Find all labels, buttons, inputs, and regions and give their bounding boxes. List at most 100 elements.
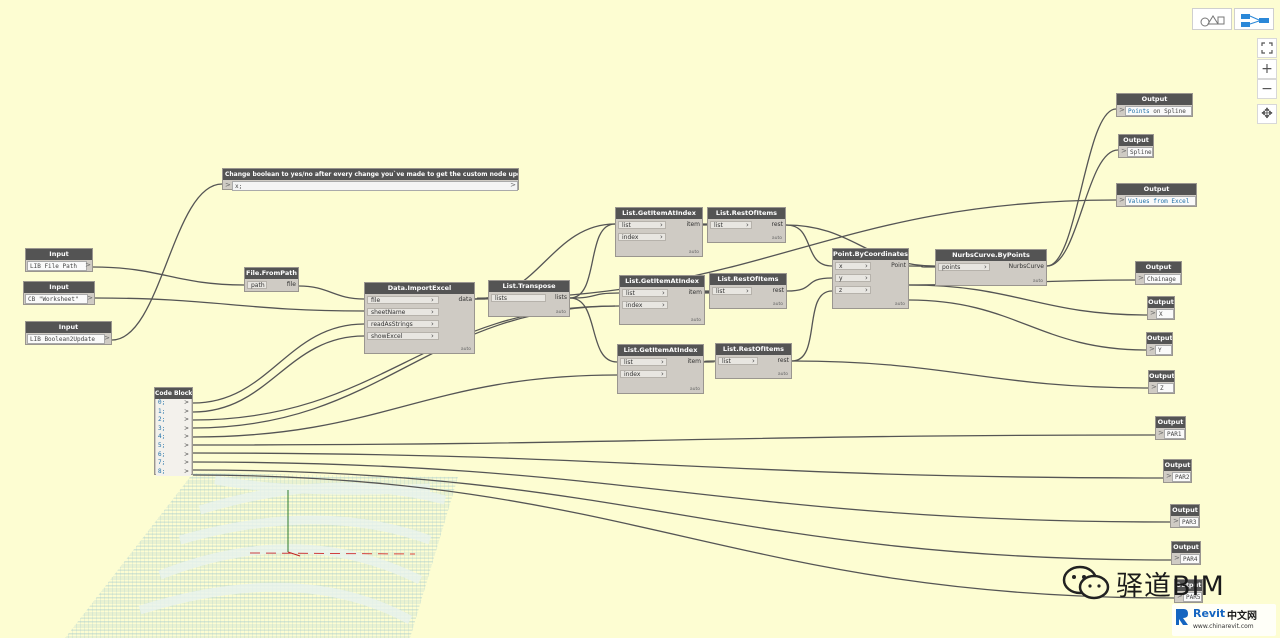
list-rest-of-items-node-3[interactable]: List.RestOfItems list›rest auto: [715, 343, 792, 379]
code-line[interactable]: 0;>: [158, 399, 189, 406]
input-value[interactable]: CB "Worksheet": [25, 294, 88, 304]
zoom-in-button[interactable]: +: [1257, 59, 1277, 79]
output-node[interactable]: Output>PAR5: [1174, 579, 1203, 603]
port-data[interactable]: data: [458, 296, 472, 303]
list-get-item-at-index-node-2[interactable]: List.GetItemAtIndex list›item index› aut…: [619, 275, 705, 325]
list-rest-of-items-node-1[interactable]: List.RestOfItems list›rest auto: [707, 207, 786, 243]
output-value[interactable]: Points on Spline: [1125, 106, 1192, 116]
port-x[interactable]: x: [835, 262, 871, 270]
graph-view-button[interactable]: [1234, 8, 1274, 30]
output-node[interactable]: Output>PAR3: [1170, 504, 1200, 528]
output-port-chevron[interactable]: >: [183, 433, 189, 441]
port-list[interactable]: list: [718, 357, 758, 365]
port-nurbscurve[interactable]: NurbsCurve: [1008, 263, 1044, 270]
code-line[interactable]: 7;>: [158, 459, 189, 467]
code-line[interactable]: 3;>: [158, 424, 189, 432]
list-get-item-at-index-node-3[interactable]: List.GetItemAtIndex list›item index› aut…: [617, 344, 704, 394]
data-import-excel-node[interactable]: Data.ImportExcel file›data sheetName› re…: [364, 282, 475, 354]
input-value[interactable]: LIB File Path: [27, 261, 87, 271]
output-node[interactable]: Output>Values from Excel: [1116, 183, 1197, 207]
port-file[interactable]: file: [286, 281, 296, 288]
code-line[interactable]: 2;>: [158, 416, 189, 424]
brand-url: www.chinarevit.com: [1193, 623, 1254, 630]
port-file[interactable]: file: [367, 296, 439, 304]
port-rest[interactable]: rest: [772, 287, 784, 294]
port-readasstrings[interactable]: readAsStrings: [367, 320, 439, 328]
output-port-chevron[interactable]: >: [183, 441, 189, 449]
port-list[interactable]: list: [620, 358, 667, 366]
output-port-chevron[interactable]: >: [183, 450, 189, 458]
port-item[interactable]: item: [686, 221, 700, 228]
port-point[interactable]: Point: [891, 262, 906, 269]
list-get-item-at-index-node-1[interactable]: List.GetItemAtIndex list›item index› aut…: [615, 207, 703, 257]
port-lists-in[interactable]: lists: [491, 294, 546, 302]
code-line[interactable]: 8;>: [158, 467, 189, 475]
input-node-worksheet[interactable]: Input CB "Worksheet" >: [23, 281, 95, 305]
output-port-chevron[interactable]: >: [183, 424, 189, 432]
port-list[interactable]: list: [618, 221, 666, 229]
port-sheetname[interactable]: sheetName: [367, 308, 439, 316]
zoom-out-button[interactable]: −: [1257, 79, 1277, 99]
wire: [703, 360, 716, 363]
nurbs-curve-by-points-node[interactable]: NurbsCurve.ByPoints points›NurbsCurve au…: [935, 249, 1047, 286]
port-index[interactable]: index: [620, 370, 667, 378]
output-value[interactable]: Chainage: [1144, 274, 1181, 284]
pan-button[interactable]: ✥: [1257, 104, 1277, 124]
port-index[interactable]: index: [618, 233, 666, 241]
port-points[interactable]: points: [938, 263, 990, 271]
code-line[interactable]: 1;>: [158, 407, 189, 415]
port-item[interactable]: item: [688, 289, 702, 296]
port-index[interactable]: index: [622, 301, 668, 309]
code-line[interactable]: 5;>: [158, 441, 189, 449]
output-node[interactable]: Output>Spline: [1118, 134, 1154, 158]
port-lists-out[interactable]: lists: [555, 294, 567, 301]
output-port-chevron[interactable]: >: [183, 467, 189, 475]
output-value[interactable]: X: [1156, 309, 1174, 319]
input-node-file-path[interactable]: Input LIB File Path >: [25, 248, 93, 272]
port-z[interactable]: z: [835, 286, 871, 294]
output-node[interactable]: Output>Chainage: [1135, 261, 1182, 285]
point-by-coordinates-node[interactable]: Point.ByCoordinates x›Point y› z› auto: [832, 248, 909, 309]
port-list[interactable]: list: [712, 287, 752, 295]
output-value[interactable]: PAR3: [1179, 517, 1199, 527]
output-node[interactable]: Output>PAR2: [1163, 459, 1192, 483]
output-node[interactable]: Output>X: [1147, 296, 1175, 320]
port-list[interactable]: list: [710, 221, 752, 229]
port-y[interactable]: y: [835, 274, 871, 282]
output-value[interactable]: PAR2: [1172, 472, 1191, 482]
note-code-block-node[interactable]: Change boolean to yes/no after every cha…: [222, 168, 519, 191]
note-code-field[interactable]: x;: [232, 181, 518, 191]
output-value[interactable]: PAR5: [1183, 592, 1202, 602]
port-item[interactable]: item: [687, 358, 701, 365]
output-value[interactable]: Y: [1155, 345, 1172, 355]
port-showexcel[interactable]: showExcel: [367, 332, 439, 340]
output-node[interactable]: Output>Z: [1148, 370, 1175, 394]
output-node[interactable]: Output>Points on Spline: [1116, 93, 1193, 117]
output-value[interactable]: PAR1: [1164, 429, 1185, 439]
output-port-chevron[interactable]: >: [183, 399, 189, 406]
port-rest[interactable]: rest: [771, 221, 783, 228]
output-port-chevron[interactable]: >: [183, 407, 189, 415]
geometry-view-button[interactable]: [1192, 8, 1232, 30]
output-port-chevron[interactable]: >: [183, 416, 189, 424]
port-path[interactable]: path: [247, 281, 267, 289]
port-list[interactable]: list: [622, 289, 668, 297]
output-value[interactable]: PAR4: [1180, 554, 1200, 564]
code-block-node[interactable]: Code Block 0;>1;>2;>3;>4;>5;>6;>7;>8;>: [154, 387, 193, 477]
output-port-chevron[interactable]: >: [183, 459, 189, 467]
input-node-boolean[interactable]: Input LIB Boolean2Update >: [25, 321, 112, 345]
output-node[interactable]: Output>PAR4: [1171, 541, 1201, 565]
list-rest-of-items-node-2[interactable]: List.RestOfItems list›rest auto: [709, 273, 787, 309]
code-line[interactable]: 6;>: [158, 450, 189, 458]
output-value[interactable]: Z: [1157, 383, 1174, 393]
output-value[interactable]: Values from Excel: [1125, 196, 1196, 206]
output-value[interactable]: Spline: [1127, 147, 1153, 157]
code-line[interactable]: 4;>: [158, 433, 189, 441]
input-value[interactable]: LIB Boolean2Update: [27, 334, 105, 344]
fit-view-button[interactable]: [1257, 38, 1277, 58]
output-node[interactable]: Output>PAR1: [1155, 416, 1186, 440]
output-node[interactable]: Output>Y: [1146, 332, 1173, 356]
port-rest[interactable]: rest: [777, 357, 789, 364]
